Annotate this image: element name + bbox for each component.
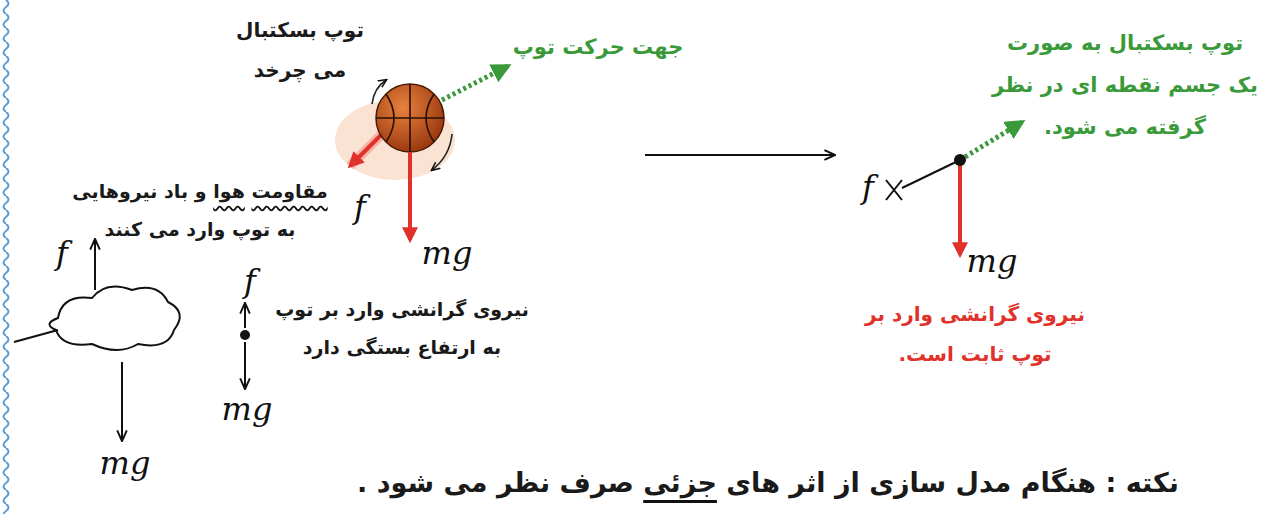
weight-symbol: mg [222, 392, 273, 427]
force-symbol: f [56, 236, 68, 271]
force-arrow [94, 240, 96, 290]
rotation-note: توپ بسکتبال می چرخد [236, 10, 364, 90]
ball-seams [376, 84, 444, 152]
weight-symbol: mg [100, 446, 151, 481]
cross-mark [886, 180, 902, 200]
point-mass [954, 154, 966, 166]
gravity-note: نیروی گرانشی وارد بر توپ به ارتفاع بستگی… [275, 290, 529, 366]
point-mass-note: توپ بسکتبال به صورت یک جسم نقطه ای در نظ… [992, 22, 1258, 148]
page-border [0, 0, 12, 514]
basketball [376, 84, 444, 152]
gravity-arrow [958, 165, 962, 255]
drag-line [902, 160, 960, 188]
weight-symbol: mg [967, 244, 1018, 279]
motion-direction-label: جهت حرکت توپ [513, 26, 684, 68]
rotation-arrow [372, 80, 386, 104]
velocity-arrow [442, 66, 508, 100]
rotation-arrow [432, 134, 452, 170]
point-sketch [240, 330, 250, 340]
force-arrow [244, 304, 246, 328]
velocity-arrow [960, 122, 1022, 160]
transition-arrow [645, 154, 834, 156]
weight-arrow [244, 342, 246, 388]
sketch-line [14, 330, 58, 342]
air-resistance-note: مقاومت هوا و باد نیروهایی به توپ وارد می… [72, 172, 327, 248]
cloud-sketch [49, 286, 179, 350]
force-symbol: f [244, 264, 256, 299]
constant-gravity-note: نیروی گرانشی وارد بر توپ ثابت است. [865, 294, 1085, 374]
weight-symbol: mg [422, 236, 473, 271]
gravity-arrow [408, 152, 412, 240]
force-symbol: f [862, 170, 874, 205]
force-symbol: f [354, 190, 366, 225]
weight-arrow [121, 362, 123, 440]
modeling-note: نکته : هنگام مدل سازی از اثر های جزئی صر… [357, 456, 1179, 510]
